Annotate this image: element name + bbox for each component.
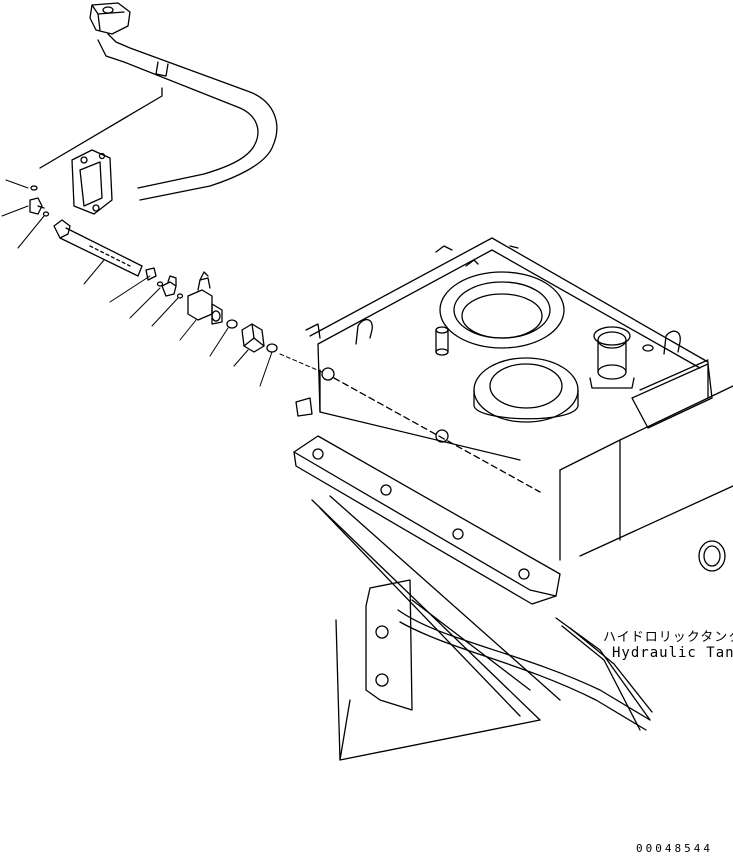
part-name-japanese: ハイドロリックタンク <box>603 630 733 645</box>
leader-ticks <box>2 180 322 386</box>
part-name-english: Hydraulic Tank <box>612 645 733 661</box>
mounting-bracket <box>294 436 652 760</box>
hydraulic-tank <box>296 238 733 571</box>
drawing-number: 00048544 <box>636 842 713 855</box>
drain-parts <box>30 186 277 352</box>
return-pipe <box>72 3 277 214</box>
leader-line <box>40 88 162 168</box>
